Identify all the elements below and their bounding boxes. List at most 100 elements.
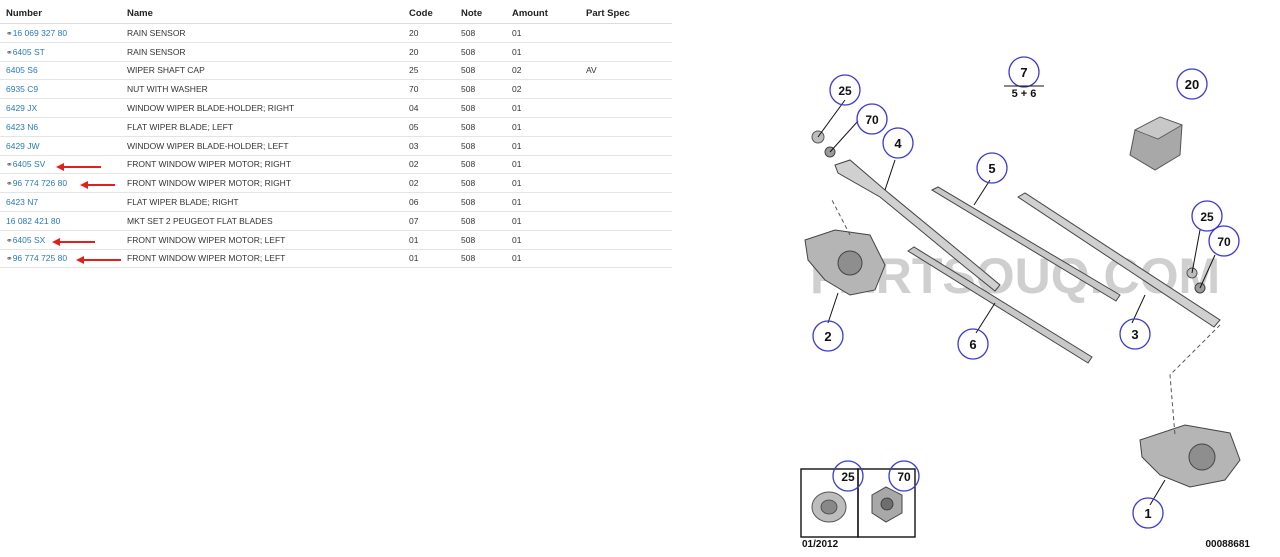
part-number-link[interactable]: 6429 JW — [0, 136, 121, 156]
part-code: 01 — [403, 249, 455, 269]
part-number-link[interactable]: 6423 N7 — [0, 192, 121, 212]
callout-20[interactable]: 20 — [1176, 68, 1208, 100]
link-icon: ⚭ — [6, 28, 13, 38]
part-code: 01 — [403, 230, 455, 250]
svg-text:3: 3 — [1131, 327, 1138, 342]
part-code: 06 — [403, 192, 455, 212]
part-code: 25 — [403, 61, 455, 81]
part-number-link[interactable]: 6423 N6 — [0, 117, 121, 137]
part-note: 508 — [455, 61, 506, 81]
part-number[interactable]: 6935 C9 — [6, 84, 39, 95]
part-amount: 01 — [506, 155, 580, 175]
part-amount: 01 — [506, 173, 580, 194]
svg-text:70: 70 — [897, 470, 911, 484]
part-spec — [580, 42, 672, 62]
part-code: 05 — [403, 117, 455, 137]
part-number-link[interactable]: ⚭96 774 726 80 — [0, 173, 121, 194]
part-amount: 02 — [506, 79, 580, 100]
header-part-spec[interactable]: Part Spec — [580, 4, 672, 24]
part-number[interactable]: 16 082 421 80 — [6, 215, 61, 226]
part-note: 508 — [455, 79, 506, 100]
callout-25[interactable]: 25 — [832, 460, 864, 492]
part-note: 508 — [455, 136, 506, 156]
part-amount: 01 — [506, 211, 580, 231]
part-spec — [580, 230, 672, 250]
part-number-link[interactable]: ⚭96 774 725 80 — [0, 249, 121, 269]
part-number[interactable]: 16 069 327 80 — [12, 27, 68, 38]
part-spec: AV — [580, 61, 672, 81]
header-name[interactable]: Name — [121, 4, 403, 24]
part-number[interactable]: 6423 N7 — [6, 197, 39, 208]
header-number[interactable]: Number — [0, 4, 121, 24]
part-number[interactable]: 6429 JX — [6, 103, 38, 114]
header-amount[interactable]: Amount — [506, 4, 580, 24]
link-icon: ⚭ — [6, 235, 13, 245]
part-name: MKT SET 2 PEUGEOT FLAT BLADES — [121, 211, 403, 231]
callout-70[interactable]: 70 — [888, 460, 920, 492]
part-note: 508 — [455, 155, 506, 175]
header-code[interactable]: Code — [403, 4, 455, 24]
table-row[interactable]: 16 082 421 80 MKT SET 2 PEUGEOT FLAT BLAD… — [0, 211, 672, 231]
part-number-link[interactable]: ⚭16 069 327 80 — [0, 23, 121, 43]
part-name: NUT WITH WASHER — [121, 79, 403, 100]
part-number-link[interactable]: ⚭6405 ST — [0, 42, 121, 62]
flat-wiper-blade-part — [907, 246, 1093, 364]
callout-25[interactable]: 25 — [1191, 200, 1223, 232]
part-number[interactable]: 6423 N6 — [6, 121, 39, 132]
callout-7[interactable]: 7 5 + 6 — [1004, 56, 1044, 100]
callout-2[interactable]: 2 — [812, 320, 844, 352]
callout-5[interactable]: 5 — [976, 152, 1008, 184]
part-number[interactable]: 6405 S6 — [6, 65, 38, 76]
part-spec — [580, 98, 672, 118]
part-number[interactable]: 96 774 726 80 — [12, 178, 68, 189]
callout-6[interactable]: 6 — [957, 328, 989, 360]
callout-3[interactable]: 3 — [1119, 318, 1151, 350]
part-spec — [580, 23, 672, 43]
part-code: 07 — [403, 211, 455, 231]
link-icon: ⚭ — [6, 179, 13, 189]
part-number[interactable]: 6405 SV — [12, 159, 46, 170]
callout-70[interactable]: 70 — [856, 103, 888, 135]
callout-25[interactable]: 25 — [829, 74, 861, 106]
header-note[interactable]: Note — [455, 4, 506, 24]
part-number-link[interactable]: 16 082 421 80 — [0, 211, 121, 231]
part-spec — [580, 249, 672, 269]
part-number-link[interactable]: 6429 JX — [0, 98, 121, 118]
diagram-ref-number: 00088681 — [1206, 539, 1251, 550]
parts-table: Number Name Code Note Amount Part Spec ⚭… — [0, 4, 672, 269]
part-number[interactable]: 6405 ST — [12, 46, 45, 57]
part-note: 508 — [455, 230, 506, 250]
part-spec — [580, 211, 672, 231]
part-number[interactable]: 6405 SX — [12, 234, 46, 245]
part-number[interactable]: 96 774 725 80 — [12, 253, 68, 264]
part-number-link[interactable]: ⚭6405 SX — [0, 230, 121, 250]
part-note: 508 — [455, 98, 506, 118]
part-number-link[interactable]: 6935 C9 — [0, 79, 121, 100]
part-number-link[interactable]: 6405 S6 — [0, 61, 121, 81]
callout-1[interactable]: 1 — [1132, 497, 1164, 529]
diagram-date: 01/2012 — [802, 539, 839, 550]
part-note: 508 — [455, 42, 506, 62]
part-note: 508 — [455, 23, 506, 43]
callout-4[interactable]: 4 — [882, 127, 914, 159]
part-amount: 01 — [506, 23, 580, 43]
part-note: 508 — [455, 173, 506, 194]
table-header-row: Number Name Code Note Amount Part Spec — [0, 4, 672, 24]
svg-text:6: 6 — [969, 337, 976, 352]
callout-70[interactable]: 70 — [1208, 225, 1240, 257]
part-name: FLAT WIPER BLADE; RIGHT — [121, 192, 403, 212]
part-number[interactable]: 6429 JW — [6, 140, 40, 151]
part-amount: 01 — [506, 98, 580, 118]
